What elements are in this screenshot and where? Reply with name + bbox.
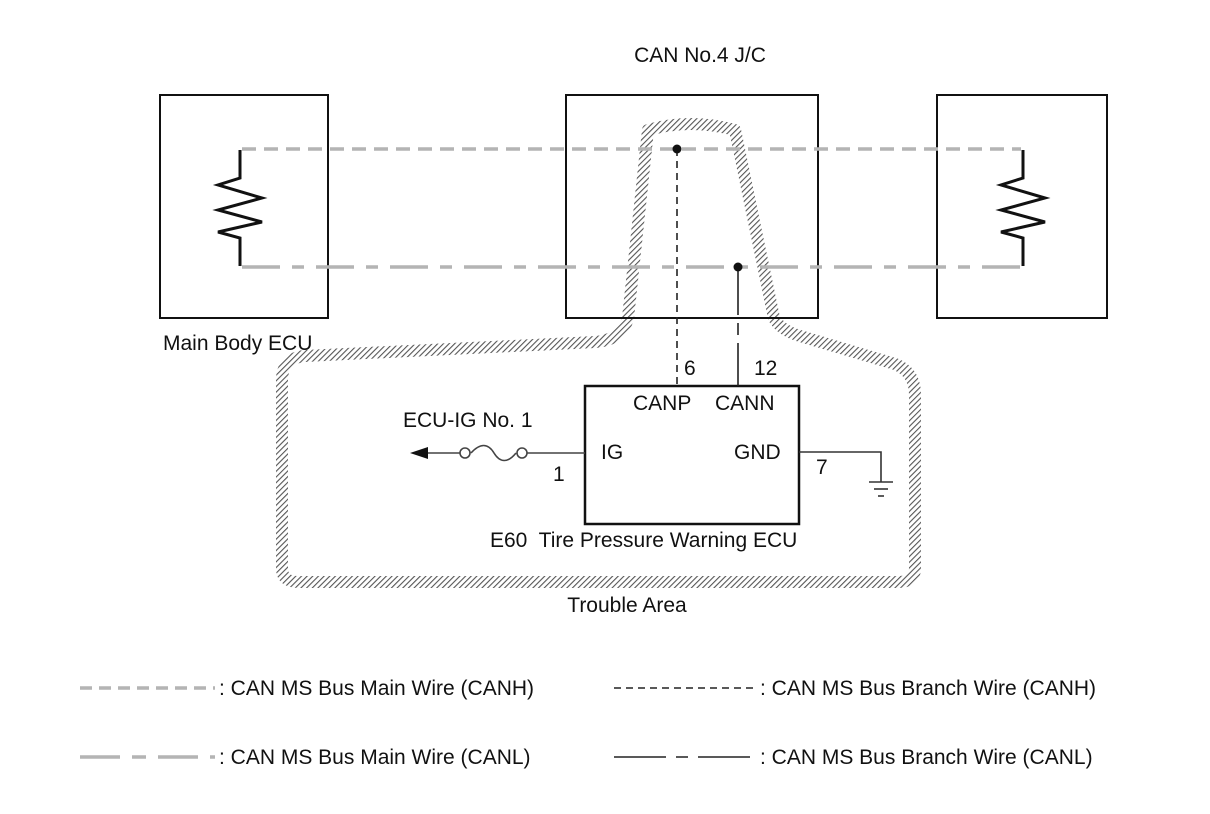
ground-wire — [799, 451, 882, 482]
pin-ig-name: IG — [601, 441, 623, 464]
right-ecu-box — [936, 94, 1108, 319]
junction-title: CAN No.4 J/C — [634, 44, 766, 67]
pin-cann-name: CANN — [715, 392, 775, 415]
legend-branch-canl: : CAN MS Bus Branch Wire (CANL) — [760, 746, 1093, 769]
main-body-ecu-label: Main Body ECU — [163, 332, 312, 355]
legend-main-canh: : CAN MS Bus Main Wire (CANH) — [219, 677, 534, 700]
legend-main-canl: : CAN MS Bus Main Wire (CANL) — [219, 746, 531, 769]
trouble-area-outline — [276, 118, 921, 588]
pin-gnd-name: GND — [734, 441, 781, 464]
pin-canp-name: CANP — [633, 392, 691, 415]
power-source-label: ECU-IG No. 1 — [403, 409, 533, 432]
fuse-terminal-right — [516, 447, 528, 459]
trouble-area-label: Trouble Area — [567, 594, 687, 617]
ig-power-wire — [425, 444, 585, 462]
tpms-ecu-label: E60 Tire Pressure Warning ECU — [490, 529, 797, 552]
legend-branch-canh: : CAN MS Bus Branch Wire (CANH) — [760, 677, 1096, 700]
pin-ig-number: 1 — [553, 463, 565, 486]
canl-splice-dot — [733, 262, 743, 272]
fuse-terminal-left — [459, 447, 471, 459]
pin-canp-number: 6 — [684, 357, 696, 380]
legend: : CAN MS Bus Main Wire (CANH) : CAN MS B… — [80, 677, 1096, 769]
pin-cann-number: 12 — [754, 357, 777, 380]
canh-splice-dot — [672, 144, 682, 154]
junction-box — [565, 94, 819, 319]
tpms-ecu-box — [583, 384, 801, 526]
main-body-ecu-box — [159, 94, 329, 319]
arrow-left-icon — [410, 447, 428, 459]
ground-icon — [869, 481, 893, 497]
pin-gnd-number: 7 — [816, 456, 828, 479]
left-resistor-icon — [212, 150, 268, 266]
right-resistor-icon — [995, 150, 1051, 266]
